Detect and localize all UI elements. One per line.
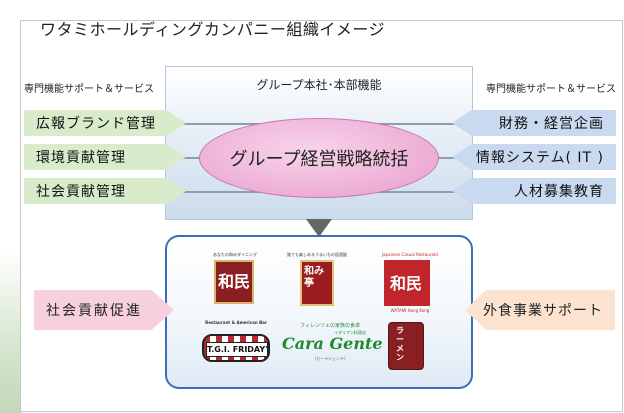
watami-logo: あなたの和みダイニング 和民 (200, 252, 270, 310)
wanoya-logo: 誰でも楽しめるうまいもの居酒屋 和み亭 (282, 252, 352, 310)
function-environment: 環境貢献管理 (24, 144, 186, 170)
function-social: 社会貢献管理 (24, 178, 186, 204)
diagram-title: ワタミホールディングカンパニー組織イメージ (40, 20, 386, 39)
fridays-logo: Restaurant & American Bar T.G.I. FRIDAY'… (198, 320, 274, 376)
function-pr-brand: 広報ブランド管理 (24, 110, 186, 136)
watami-hongkong-logo: Japanese Casual Restaurant 和民 WATAMI Hon… (381, 252, 439, 313)
function-it: 情報システム( IT ) (452, 144, 616, 170)
social-contribution-arrow: 社会貢献促進 (34, 290, 174, 330)
center-header: グループ本社･本部機能 (256, 78, 382, 92)
ramen-logo: ラーメン (388, 322, 428, 372)
function-finance: 財務・経営企画 (452, 110, 616, 136)
restaurant-support-arrow: 外食事業サポート (465, 290, 615, 330)
core-strategy-ellipse: グループ経営戦略統括 (199, 118, 439, 198)
function-hr: 人材募集教育 (452, 178, 616, 204)
left-header: 専門機能サポート＆サービス (24, 84, 154, 95)
decorative-background (0, 250, 22, 413)
caragente-logo: フィレンツェの家族の食卓 イタリアン料理店 Cara Gente (カーラジェン… (282, 323, 383, 361)
right-header: 専門機能サポート＆サービス (486, 84, 616, 95)
core-strategy-label: グループ経営戦略統括 (229, 149, 409, 170)
